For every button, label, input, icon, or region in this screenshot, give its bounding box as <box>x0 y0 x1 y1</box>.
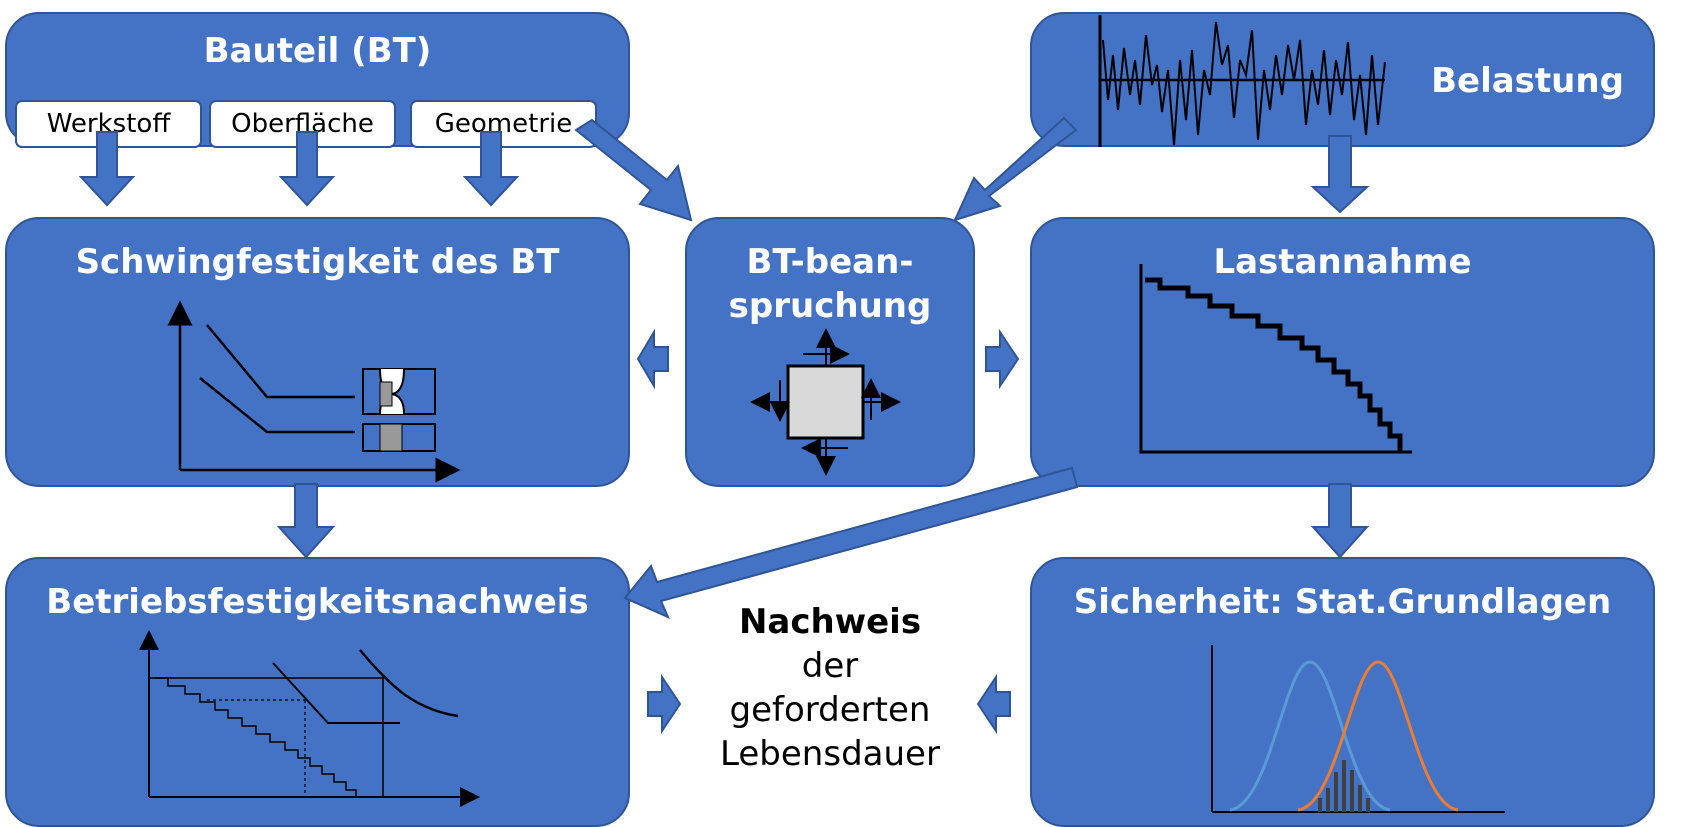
arrow-bauteil-to-beanspruchung <box>574 118 693 222</box>
load-signal-chart <box>1098 15 1386 147</box>
betriebsfestigkeit-chart <box>139 630 480 807</box>
nachweis-line1: Nachweis <box>738 602 922 642</box>
arrow-last-to-betrieb <box>623 466 1079 619</box>
nachweis-line3: geforderten <box>729 690 931 730</box>
arrow-oberflaeche-down <box>278 131 336 207</box>
beanspruchung-title-2: spruchung <box>728 286 932 326</box>
arrow-left-nachweis <box>976 673 1011 735</box>
woehler-chart <box>167 300 461 483</box>
beanspruchung-title-1: BT-bean- <box>746 242 914 282</box>
lastannahme-chart <box>1139 264 1412 454</box>
bauteil-title: Bauteil (BT) <box>203 31 432 71</box>
nachweis-text: Nachweis der geforderten Lebensdauer <box>690 600 970 776</box>
stress-element <box>750 328 901 476</box>
arrow-right-nachweis <box>647 673 682 735</box>
arrow-left-schwing <box>636 328 669 390</box>
arrow-belastung-to-beanspruchung <box>953 116 1078 222</box>
betriebsfestigkeit-title: Betriebsfestigkeitsnachweis <box>46 582 589 622</box>
lastannahme-title: Lastannahme <box>1213 242 1472 282</box>
schwingfestigkeit-box: Schwingfestigkeit des BT <box>5 217 630 487</box>
arrow-belastung-down <box>1310 135 1370 214</box>
lastannahme-box: Lastannahme <box>1030 217 1655 487</box>
arrow-right-last <box>985 328 1020 390</box>
chip-geometrie: Geometrie <box>410 100 597 148</box>
nachweis-line2: der <box>801 646 859 686</box>
nachweis-line4: Lebensdauer <box>720 734 940 774</box>
sicherheit-title: Sicherheit: Stat.Grundlagen <box>1073 582 1612 622</box>
arrow-geometrie-down <box>462 131 520 207</box>
arrow-schwing-down <box>276 483 336 559</box>
arrow-last-down <box>1310 483 1370 559</box>
arrow-werkstoff-down <box>78 131 136 207</box>
betriebsfestigkeit-box: Betriebsfestigkeitsnachweis <box>5 557 630 827</box>
distribution-chart <box>1211 645 1505 813</box>
schwingfestigkeit-title: Schwingfestigkeit des BT <box>75 242 560 282</box>
belastung-title: Belastung <box>1431 61 1624 101</box>
